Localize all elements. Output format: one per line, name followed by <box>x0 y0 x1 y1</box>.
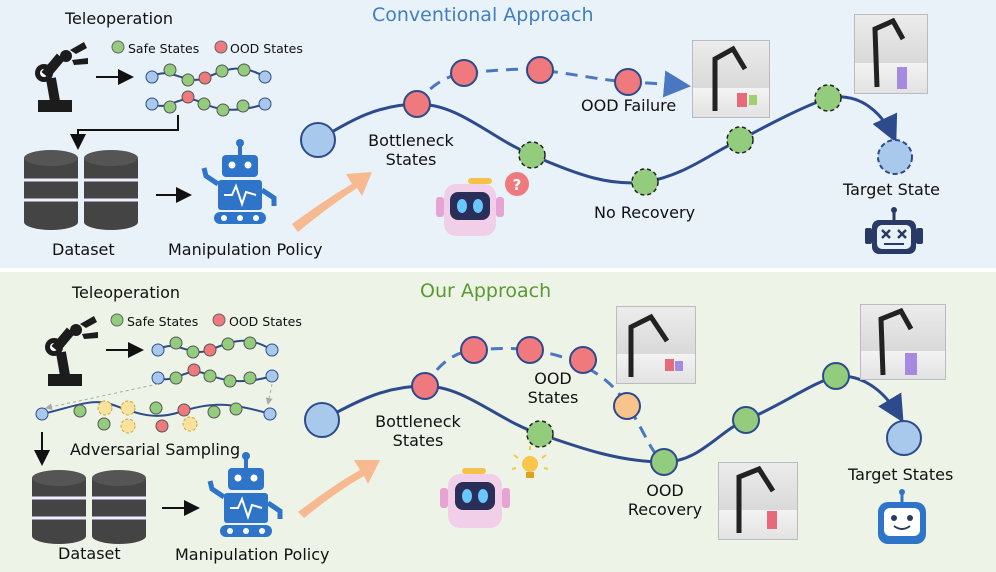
our-approach-panel: Teleoperation Safe States OOD States Adv… <box>0 272 996 572</box>
ood-failure-photo <box>692 40 770 118</box>
svg-text:?: ? <box>513 176 522 194</box>
conventional-diagram: ? <box>24 40 923 254</box>
ood-state <box>526 56 554 84</box>
ood-state <box>460 336 488 364</box>
trajectory-2 <box>151 363 279 388</box>
start-state <box>304 402 340 438</box>
dataset-label: Dataset <box>52 240 115 259</box>
transition-arrow <box>298 460 380 518</box>
lightbulb-icon <box>511 446 549 478</box>
recovered-state <box>650 448 678 476</box>
ood-states-photo <box>616 306 696 384</box>
failed-robot-icon <box>865 207 923 254</box>
legend-safe-label: Safe States <box>128 41 200 56</box>
legend-ood-label: OOD States <box>229 314 302 329</box>
database-icon <box>24 150 138 230</box>
ood-state <box>569 346 597 374</box>
trajectory-2 <box>145 90 272 117</box>
ood-failure-label: OOD Failure <box>581 96 677 115</box>
conventional-approach-panel: ? Teleoperation Safe States OOD States D… <box>0 0 996 268</box>
target-state <box>877 139 913 175</box>
target-state <box>886 420 922 456</box>
our-approach-diagram <box>32 313 926 544</box>
start-state <box>300 122 336 158</box>
trajectory-1 <box>145 63 272 87</box>
ood-recovery-label: OOD Recovery <box>627 481 703 519</box>
legend-ood-label: OOD States <box>230 41 303 56</box>
safe-state <box>814 84 842 112</box>
teleoperation-label: Teleoperation <box>72 283 181 302</box>
target-state-photo <box>854 14 928 94</box>
target-states-photo <box>860 304 946 380</box>
policy-label: Manipulation Policy <box>168 240 323 259</box>
bottleneck-state <box>403 90 431 118</box>
ood-state <box>516 336 544 364</box>
safe-state <box>631 168 659 196</box>
safe-state <box>726 126 754 154</box>
bottleneck-label: Bottleneck States <box>375 412 461 450</box>
legend-ood-dot <box>214 40 228 54</box>
robot-arm-icon <box>35 42 88 112</box>
ood-state <box>450 59 478 87</box>
thinking-robot-icon <box>440 468 510 528</box>
target-state-label: Target State <box>843 180 940 199</box>
database-icon <box>32 470 146 544</box>
legend-safe-dot <box>110 313 124 327</box>
robot-arm-icon <box>45 316 98 386</box>
our-approach-title: Our Approach <box>420 280 552 302</box>
ood-recovery-photo <box>718 462 798 540</box>
trajectory-1 <box>151 336 279 359</box>
bottleneck-label: Bottleneck States <box>368 131 454 169</box>
transition-arrow <box>292 172 372 232</box>
policy-robot-icon <box>207 452 283 537</box>
teleoperation-label: Teleoperation <box>65 9 174 28</box>
legend-safe-label: Safe States <box>127 314 199 329</box>
no-recovery-label: No Recovery <box>594 203 696 222</box>
ood-state <box>614 68 642 96</box>
legend-safe-dot <box>111 40 125 54</box>
legend-ood-dot <box>212 313 226 327</box>
recovery-state <box>613 392 641 420</box>
adversarial-sampling-label: Adversarial Sampling <box>70 440 241 459</box>
safe-state <box>518 141 546 169</box>
happy-robot-icon <box>878 489 926 544</box>
ood-recovery-trajectory <box>423 347 665 464</box>
dataset-label: Dataset <box>58 544 121 563</box>
policy-label: Manipulation Policy <box>175 545 330 564</box>
conventional-title: Conventional Approach <box>372 4 594 26</box>
ood-states-label: OOD States <box>527 369 579 407</box>
target-states-label: Target States <box>848 465 954 484</box>
confused-robot-icon: ? <box>436 172 529 236</box>
bottleneck-state <box>411 372 439 400</box>
safe-state <box>732 406 760 434</box>
adversarial-trajectory <box>35 400 277 434</box>
safe-state <box>822 362 850 390</box>
policy-robot-icon <box>201 139 277 224</box>
safe-state <box>526 420 554 448</box>
